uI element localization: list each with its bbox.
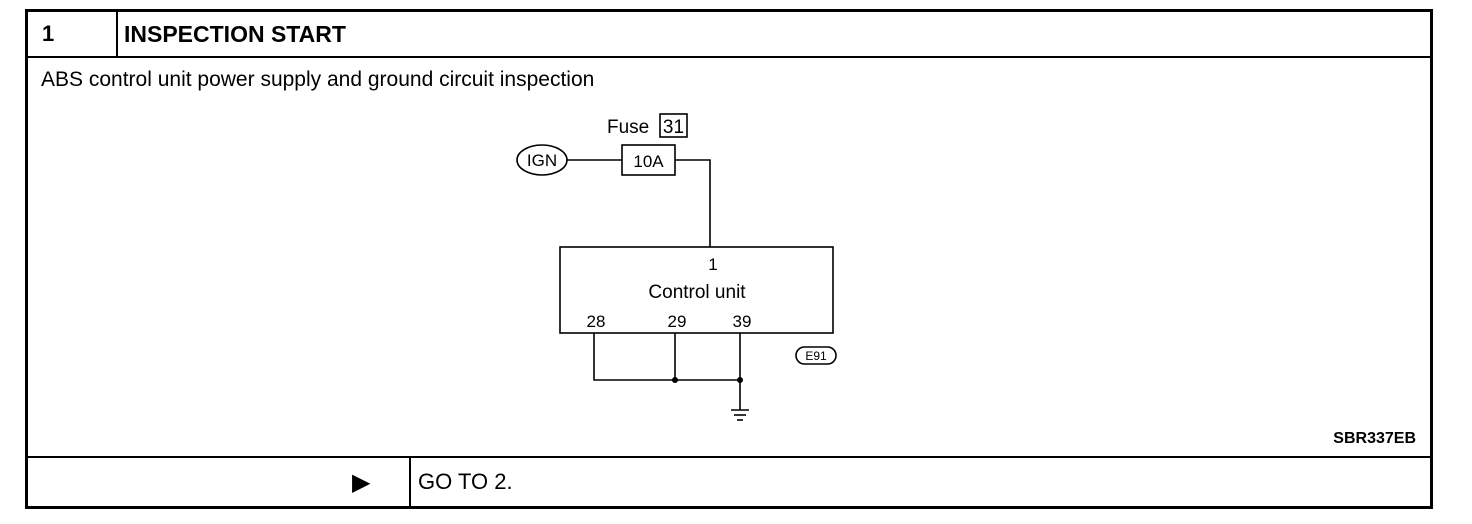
step-header-row: 1 INSPECTION START bbox=[28, 12, 1430, 58]
fuse-number-box bbox=[659, 113, 688, 138]
step-result-row: ▶ GO TO 2. bbox=[28, 456, 1430, 506]
connector-label: E91 bbox=[805, 349, 827, 363]
wire-pin28-ground bbox=[593, 333, 740, 381]
fuse-rating: 10A bbox=[633, 152, 664, 171]
wire-fuse-unit bbox=[675, 159, 711, 247]
next-step-link[interactable]: GO TO 2. bbox=[418, 469, 513, 494]
terminal-1-label: 1 bbox=[708, 255, 717, 274]
fuse-label: Fuse bbox=[607, 117, 649, 138]
figure-code: SBR337EB bbox=[1333, 430, 1416, 447]
step-title: INSPECTION START bbox=[124, 21, 346, 47]
junction-dot-39 bbox=[737, 377, 743, 383]
terminal-39-label: 39 bbox=[733, 312, 752, 331]
step-number: 1 bbox=[28, 12, 118, 56]
connector-oval bbox=[795, 346, 837, 365]
right-arrow-icon: ▶ bbox=[352, 469, 371, 496]
control-unit-label: Control unit bbox=[648, 282, 746, 303]
terminal-29-label: 29 bbox=[668, 312, 687, 331]
control-unit-box bbox=[559, 246, 834, 334]
step-description: ABS control unit power supply and ground… bbox=[41, 68, 595, 91]
fuse-number: 31 bbox=[663, 117, 684, 138]
result-arrow-cell: ▶ bbox=[28, 458, 411, 506]
ign-label: IGN bbox=[527, 151, 557, 170]
inspection-step-table: 1 INSPECTION START ABS control unit powe… bbox=[25, 9, 1433, 509]
terminal-28-label: 28 bbox=[587, 312, 606, 331]
junction-dot-29 bbox=[672, 377, 678, 383]
